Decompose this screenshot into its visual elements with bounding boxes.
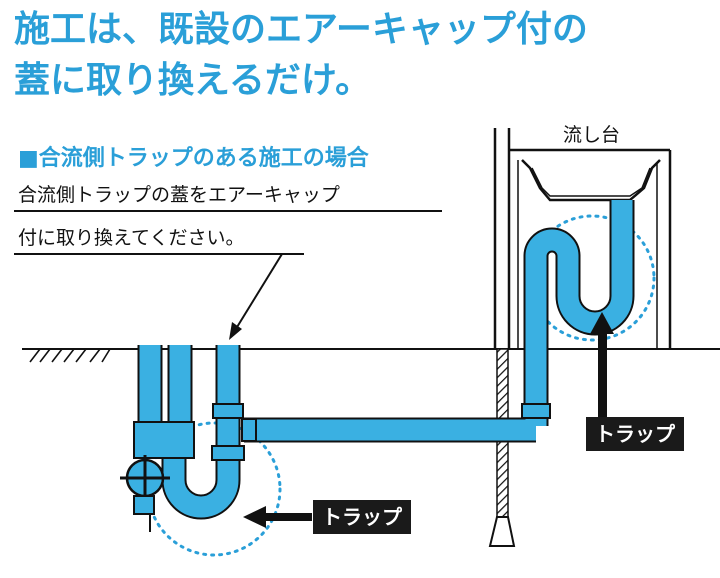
instruction-underline-2 [14, 253, 304, 255]
sink-basin [521, 159, 661, 202]
sink-cabinet [493, 128, 672, 349]
ground [22, 348, 720, 363]
sink-trap-label: トラップ [586, 417, 684, 451]
post-foot [488, 516, 516, 547]
junction-trap-arrow [243, 506, 312, 528]
headline-line-1: 施工は、既設のエアーキャップ付の [14, 8, 588, 50]
instruction-underline-1 [14, 210, 442, 212]
sink-trap-arrow [590, 312, 614, 418]
leader-arrow [229, 253, 283, 340]
junction-trap-label: トラップ [313, 500, 411, 534]
instruction-line-2: 付に取り換えてください。 [18, 227, 245, 249]
pipe-joints [133, 403, 551, 461]
headline-line-2: 蓋に取り換えるだけ。 [14, 59, 372, 101]
instruction-line-1: 合流側トラップの蓋をエアーキャップ [18, 184, 340, 206]
headline: 施工は、既設のエアーキャップ付の 蓋に取り換えるだけ。 [14, 4, 714, 106]
case-title: ■合流側トラップのある施工の場合 [18, 146, 369, 171]
cleanout-cap [120, 455, 170, 532]
sink-label: 流し台 [563, 124, 621, 146]
drain-pipes [137, 200, 635, 520]
